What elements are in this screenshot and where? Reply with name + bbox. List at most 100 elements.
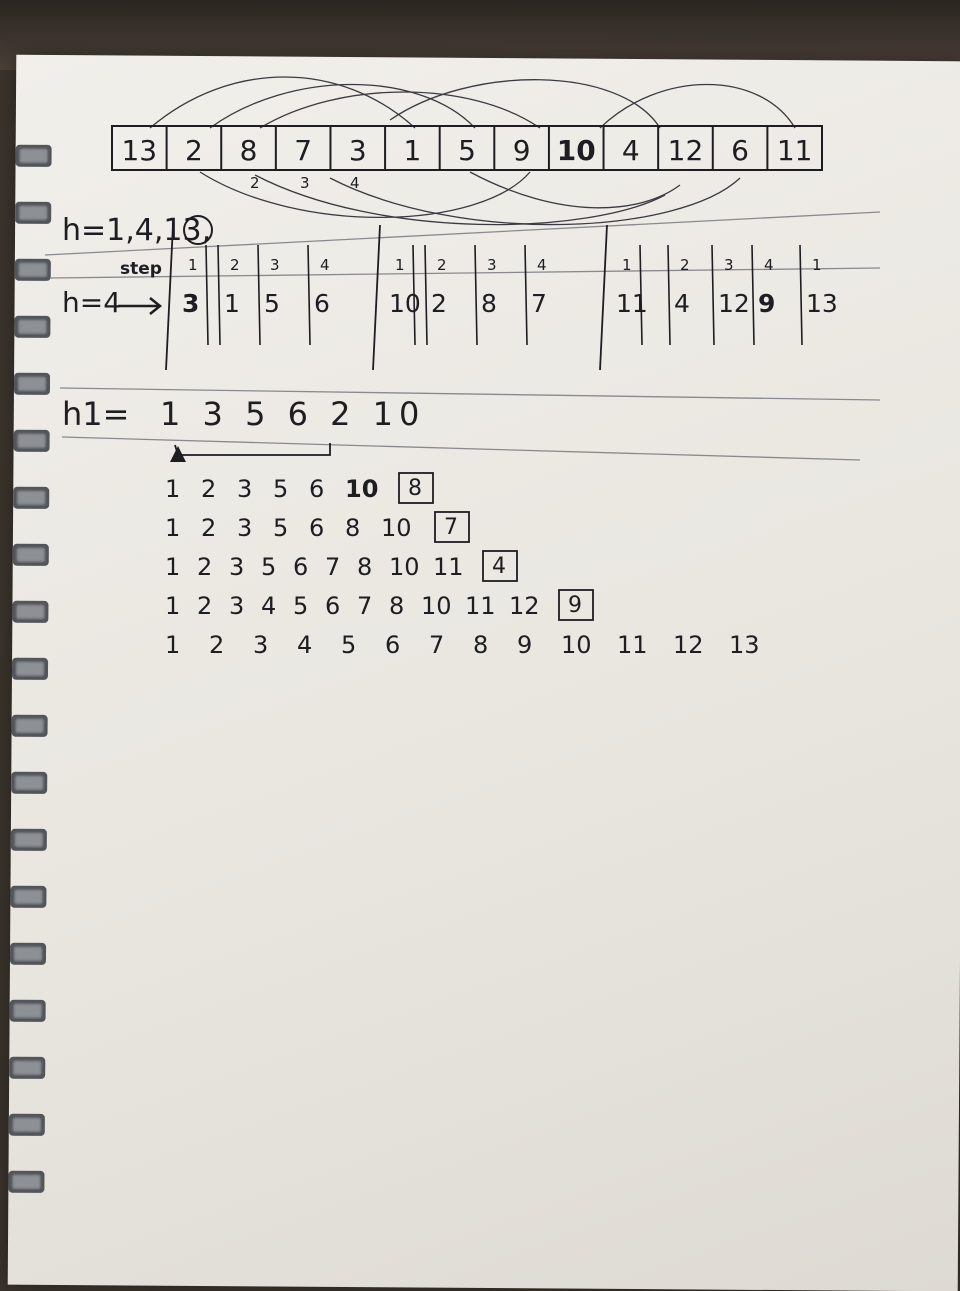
step-number: 1	[395, 256, 405, 274]
array-cell: 4	[622, 134, 640, 167]
column-divider	[524, 244, 528, 346]
sorted-value: 5	[341, 631, 356, 659]
index-mark: 3	[300, 174, 310, 192]
sorted-value: 5	[261, 553, 276, 581]
sorted-value: 10	[421, 592, 452, 620]
group-value: 10	[389, 289, 421, 318]
step-number: 1	[812, 256, 822, 274]
inserted-value: 7	[444, 515, 458, 540]
array-cell: 11	[777, 134, 813, 167]
step-number: 3	[487, 256, 497, 274]
group-value: 4	[674, 289, 690, 318]
array-cell: 10	[557, 134, 596, 167]
inserted-value-box	[482, 550, 518, 582]
sorted-value: 8	[357, 553, 372, 581]
column-divider	[751, 244, 755, 346]
pointer-icon	[170, 446, 186, 462]
group-value: 3	[182, 289, 199, 318]
sorted-value: 3	[237, 475, 252, 503]
column-divider	[217, 244, 221, 346]
column-divider	[474, 244, 478, 346]
step-number: 2	[230, 256, 240, 274]
gap-sequence-label: h=1,4,13,	[62, 213, 211, 248]
sorted-value: 3	[229, 553, 244, 581]
array-cell: 12	[668, 134, 704, 167]
column-divider	[711, 244, 715, 346]
inserted-value-box	[558, 589, 594, 621]
step-number: 3	[270, 256, 280, 274]
sorted-value: 1	[165, 553, 180, 581]
sorted-value: 6	[309, 514, 324, 542]
column-divider	[412, 244, 416, 346]
sorted-value: 9	[517, 631, 532, 659]
sorted-value: 1	[165, 631, 180, 659]
sorted-value: 11	[433, 553, 464, 581]
column-divider	[799, 244, 803, 346]
pencil-lines	[44, 211, 881, 461]
inserted-value: 9	[568, 593, 582, 618]
sorted-value: 2	[209, 631, 224, 659]
sorted-value: 5	[293, 592, 308, 620]
sorted-value: 2	[201, 514, 216, 542]
array-cell: 3	[349, 134, 367, 167]
sorted-value: 7	[357, 592, 372, 620]
sorted-value: 3	[253, 631, 268, 659]
column-divider	[424, 244, 428, 346]
array-cell: 6	[731, 134, 749, 167]
sorted-value: 8	[345, 514, 360, 542]
column-divider	[639, 244, 643, 346]
array-cell: 7	[294, 134, 312, 167]
step-number: 2	[437, 256, 447, 274]
array-cell: 5	[458, 134, 476, 167]
group-value: 9	[758, 289, 775, 318]
step-label: step	[120, 259, 162, 279]
column-divider	[667, 244, 671, 346]
group-value: 11	[616, 289, 648, 318]
h1-label: h1=	[62, 395, 129, 433]
sorted-value: 3	[237, 514, 252, 542]
inserted-value-box	[398, 472, 434, 504]
sorted-value: 2	[201, 475, 216, 503]
arrow-icon	[118, 297, 163, 315]
group-value: 7	[531, 289, 547, 318]
sorted-value: 10	[345, 475, 378, 503]
group-value: 2	[431, 289, 447, 318]
sorted-value: 6	[325, 592, 340, 620]
group-value: 5	[264, 289, 280, 318]
sorted-value: 7	[325, 553, 340, 581]
sorted-value: 10	[381, 514, 412, 542]
sorted-value: 10	[389, 553, 420, 581]
sorted-value: 11	[465, 592, 496, 620]
step-number: 1	[188, 256, 198, 274]
sorted-value: 6	[309, 475, 324, 503]
inserted-value-box	[434, 511, 470, 543]
group-value: 13	[806, 289, 838, 318]
group-value: 8	[481, 289, 497, 318]
array-cell: 8	[240, 134, 258, 167]
column-divider	[257, 244, 261, 346]
array-cell: 2	[185, 134, 203, 167]
group-value: 1	[224, 289, 240, 318]
array-cell: 1	[403, 134, 421, 167]
sorted-value: 8	[389, 592, 404, 620]
sorted-value: 2	[197, 553, 212, 581]
group-value: 6	[314, 289, 330, 318]
array-cell: 13	[121, 134, 157, 167]
sorted-value: 3	[229, 592, 244, 620]
sorted-value: 12	[673, 631, 704, 659]
sorted-value: 8	[473, 631, 488, 659]
group-separator	[599, 224, 608, 371]
h1-sequence: 1 3 5 6 2 10	[160, 395, 425, 433]
array-cell: 9	[513, 134, 531, 167]
step-number: 4	[764, 256, 774, 274]
sorted-value: 5	[273, 475, 288, 503]
circle-mark	[183, 215, 213, 245]
sorted-value: 11	[617, 631, 648, 659]
sorted-value: 1	[165, 592, 180, 620]
step-number: 1	[622, 256, 632, 274]
sorted-value: 6	[293, 553, 308, 581]
sorted-value: 12	[509, 592, 540, 620]
column-divider	[307, 244, 311, 346]
column-divider	[205, 244, 209, 346]
